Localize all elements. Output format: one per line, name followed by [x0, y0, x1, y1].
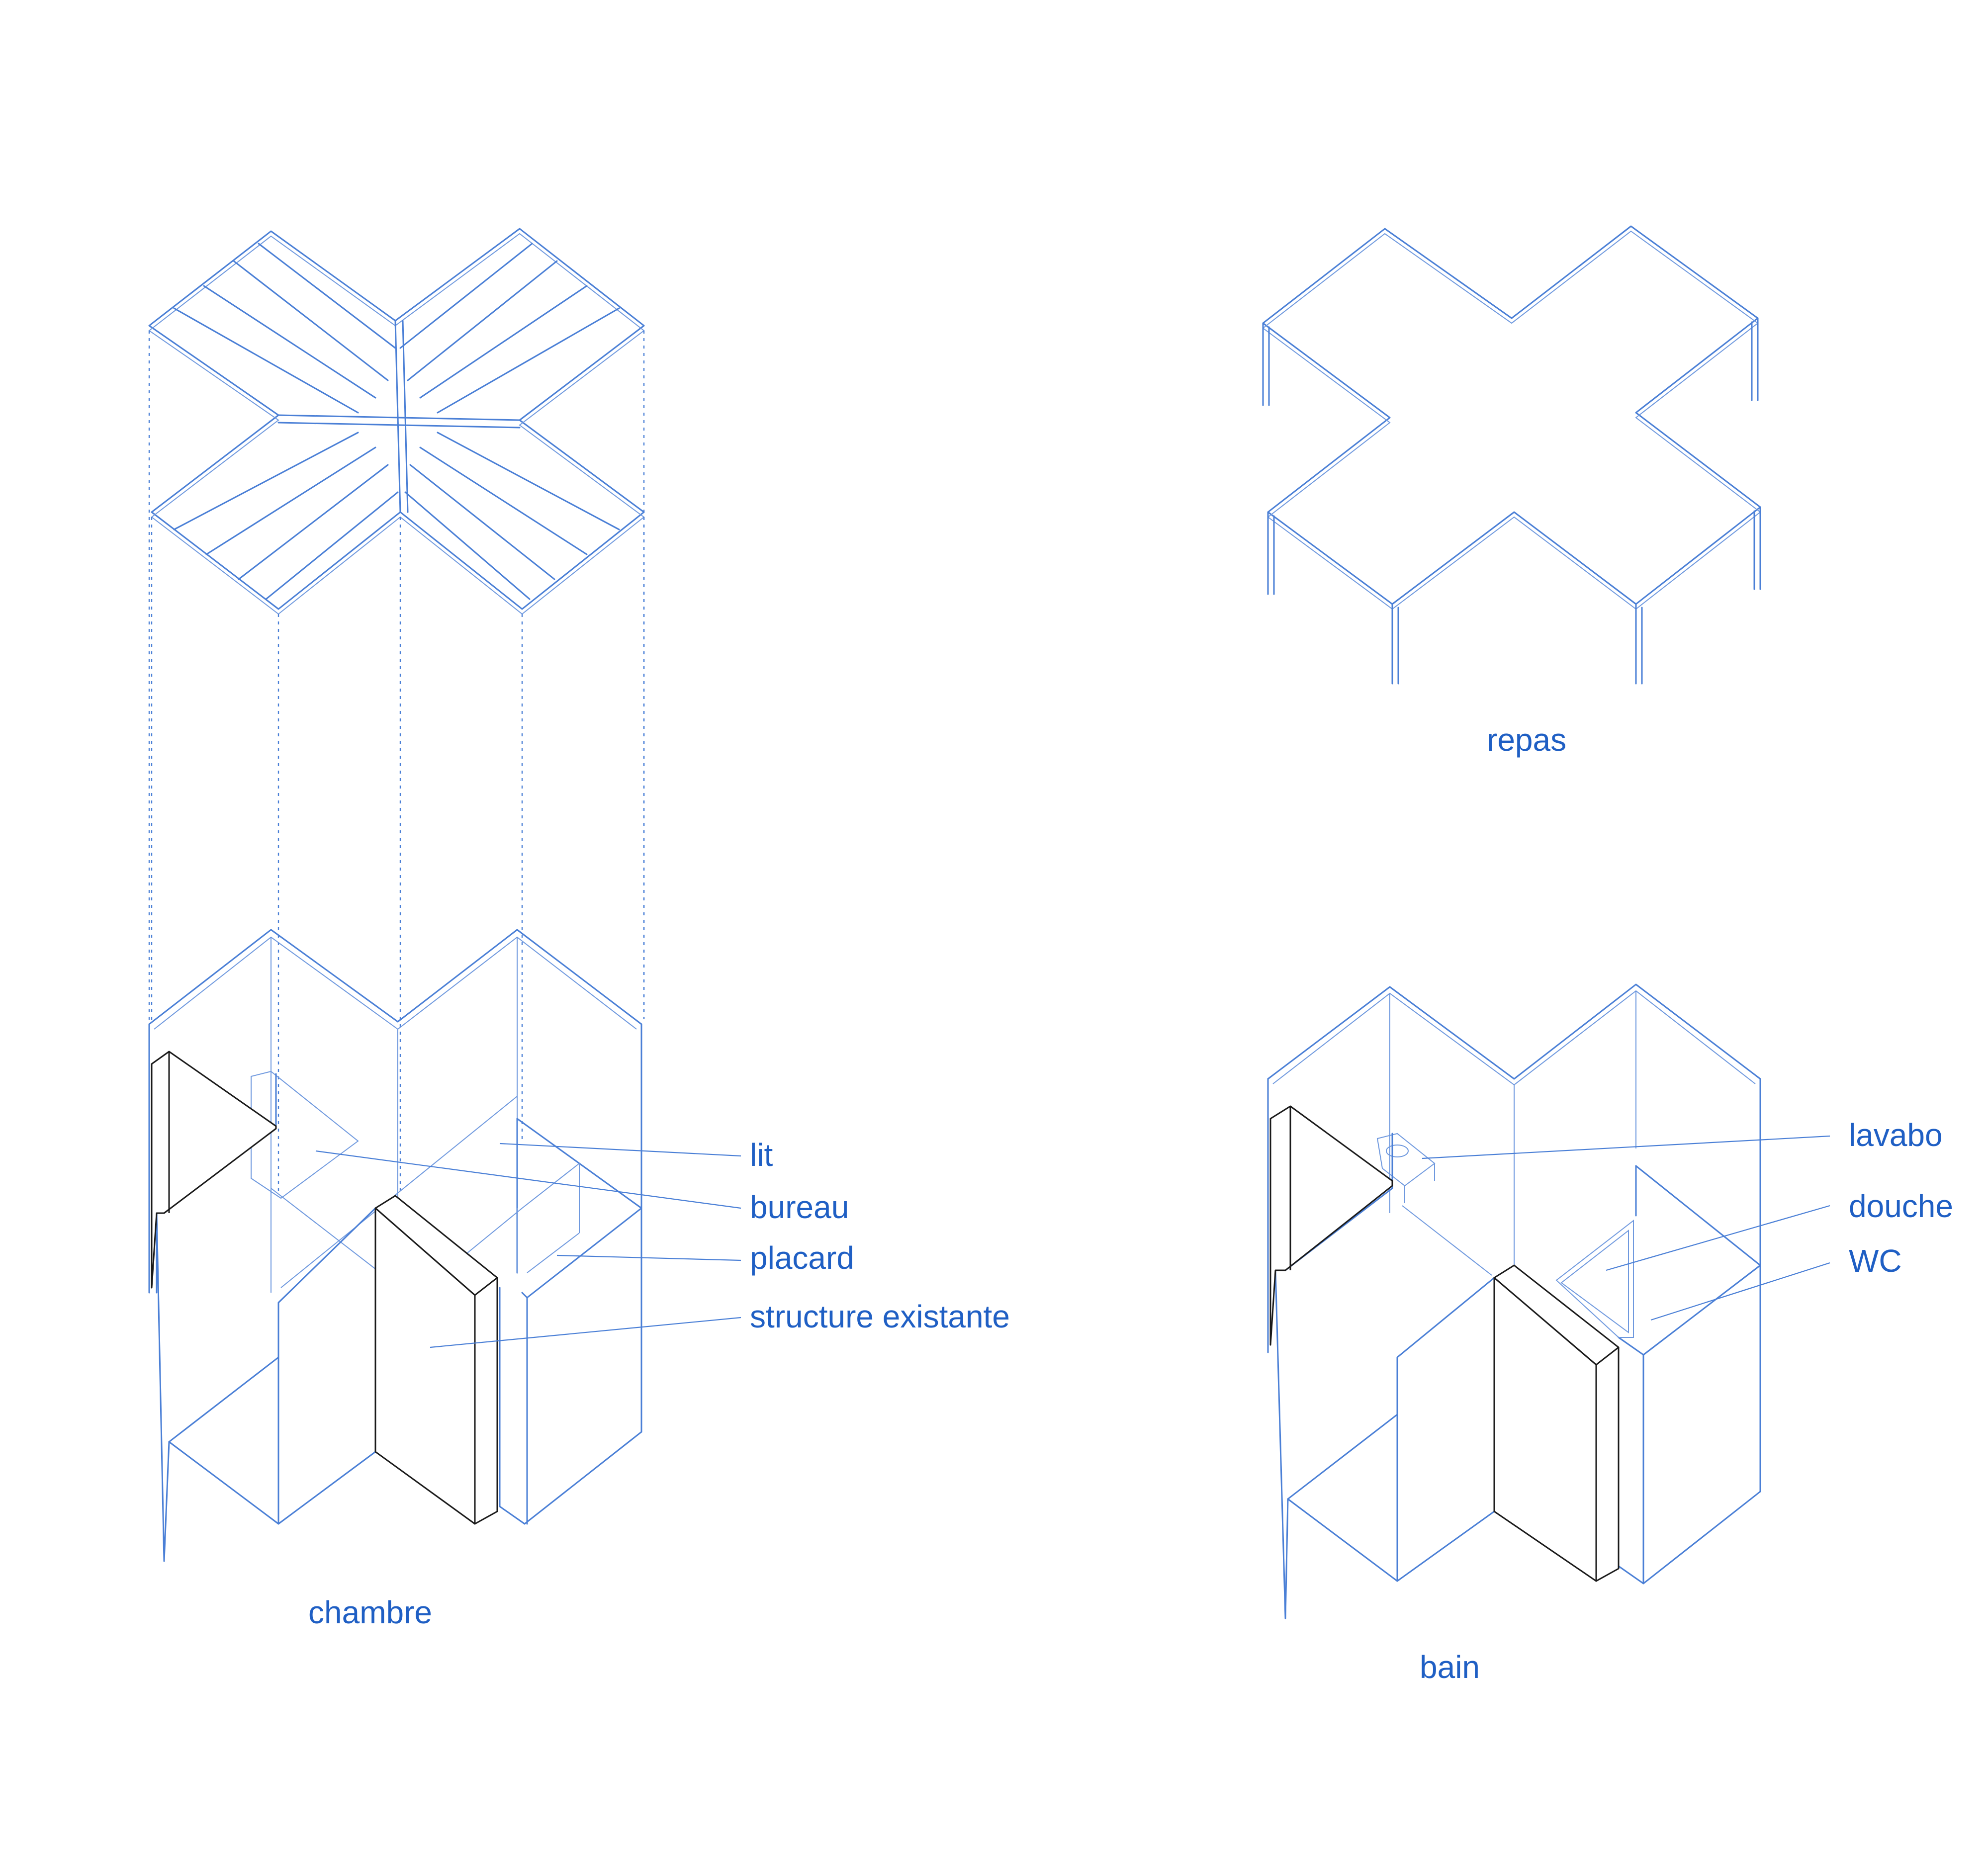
label-wc: WC [1849, 1243, 1902, 1279]
label-placard: placard [750, 1240, 854, 1276]
table-legs [1262, 317, 1761, 685]
chambre-volume [148, 929, 642, 1562]
bain-existing-structure [1269, 1105, 1620, 1582]
chambre-roof-slatted [148, 228, 645, 615]
label-repas: repas [1487, 722, 1566, 758]
repas-table [1262, 225, 1761, 685]
chambre-leaders [315, 1143, 741, 1348]
projection-lines [148, 331, 645, 1193]
label-douche: douche [1849, 1188, 1953, 1224]
label-structure-existante: structure existante [750, 1299, 1010, 1334]
label-lavabo: lavabo [1849, 1117, 1943, 1153]
bain-leaders [1422, 1135, 1830, 1321]
label-bain: bain [1420, 1649, 1480, 1685]
label-lit: lit [750, 1137, 773, 1173]
label-chambre: chambre [308, 1594, 432, 1630]
label-bureau: bureau [750, 1189, 849, 1225]
chambre-existing-structure [151, 1051, 498, 1525]
